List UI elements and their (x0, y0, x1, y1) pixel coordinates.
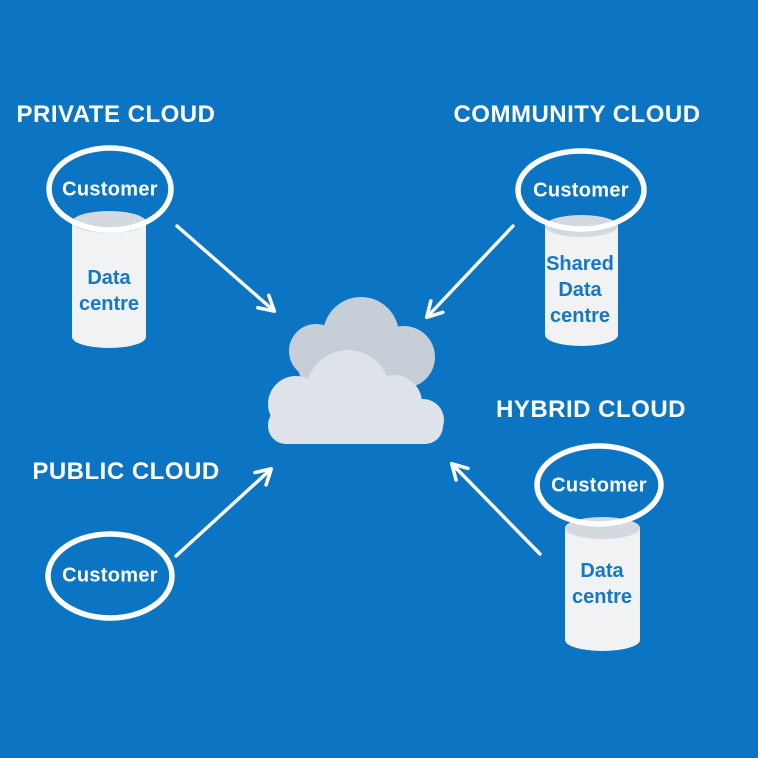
hybrid-datacentre-label: Data centre (571, 560, 633, 608)
private-customer-label: Customer (62, 178, 158, 201)
public-customer-label: Customer (62, 564, 158, 587)
community-customer-label: Customer (533, 179, 629, 202)
private-datacentre-cylinder (72, 211, 146, 348)
private-customer-ellipse (46, 145, 174, 233)
hybrid-customer-label: Customer (551, 474, 647, 497)
public-customer-ellipse (45, 531, 175, 621)
hybrid-to-cloud-arrow (449, 461, 542, 556)
community-customer-ellipse (515, 148, 647, 232)
hybrid-cloud-heading: HYBRID CLOUD (496, 396, 686, 423)
private-cloud-heading: PRIVATE CLOUD (16, 101, 216, 128)
community-datacentre-cylinder (545, 215, 618, 346)
private-datacentre-label: Data centre (78, 267, 140, 315)
community-to-cloud-arrow (424, 224, 515, 320)
private-to-cloud-arrow (175, 224, 277, 313)
public-cloud-heading: PUBLIC CLOUD (32, 458, 220, 485)
central-cloud-front (268, 350, 444, 444)
public-to-cloud-arrow (174, 467, 274, 558)
hybrid-customer-ellipse (534, 443, 664, 527)
community-cloud-heading: COMMUNITY CLOUD (453, 101, 701, 128)
community-datacentre-label: Shared Data centre (546, 253, 614, 327)
